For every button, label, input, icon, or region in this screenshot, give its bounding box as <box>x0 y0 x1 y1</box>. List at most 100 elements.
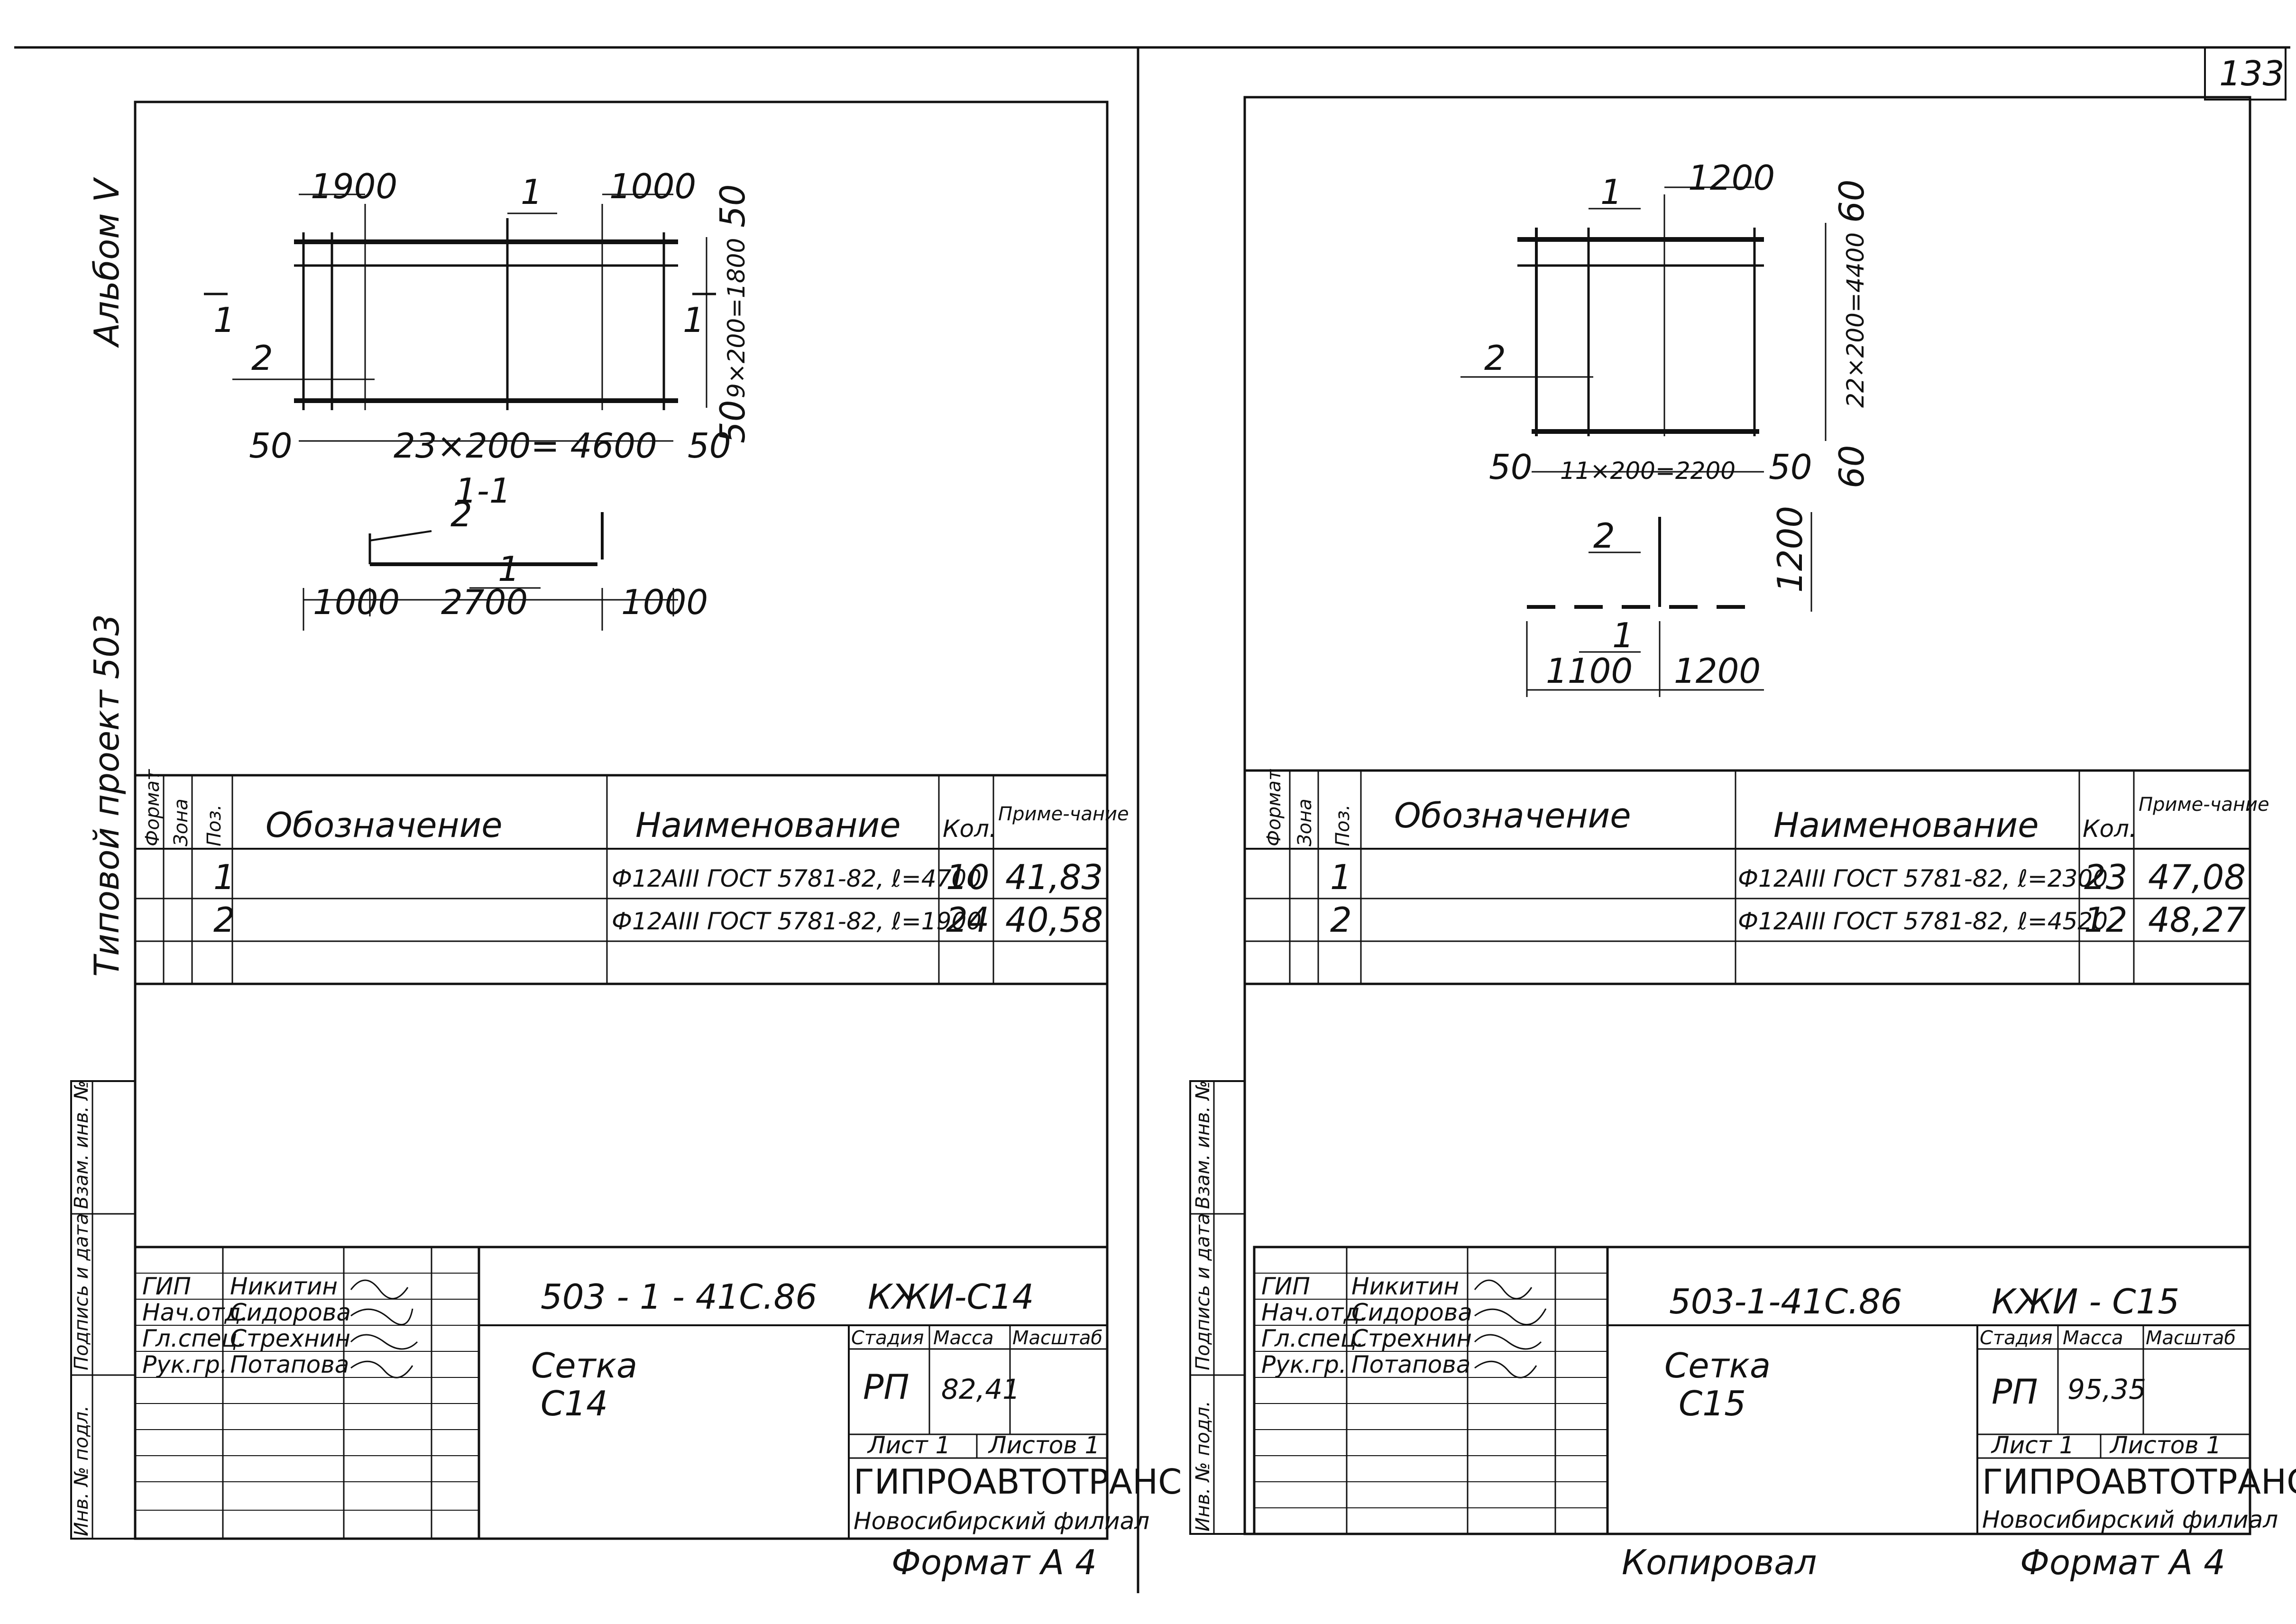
spec-row-note: 40,58 <box>1005 900 1103 940</box>
dim-right-mid: 22×200=4400 <box>1842 232 1869 408</box>
tb-person: Потапова <box>1351 1351 1470 1378</box>
tb-scale-label: Масштаб <box>1012 1327 1102 1349</box>
tb-person: Стрехнин <box>1351 1325 1472 1352</box>
dim-right-top: 60 <box>1832 179 1872 223</box>
mesh-plan <box>204 193 716 442</box>
spec-header-designation: Обозначение <box>1394 796 1631 835</box>
page-number-box <box>2204 46 2287 101</box>
spec-row-qty: 10 <box>946 857 990 897</box>
spec-row-qty: 12 <box>2084 900 2128 940</box>
stamp-sign-label: Подпись и дата <box>1192 1213 1214 1370</box>
section-dim-left: 1000 <box>313 582 400 622</box>
tb-mass-label: Масса <box>933 1327 994 1349</box>
doc-code: 503 - 1 - 41С.86 <box>541 1277 817 1317</box>
sheet-right: 1200 1 2 60 22×200=4400 60 50 11×200=220… <box>1189 96 2296 1582</box>
copied-by-label: Копировал <box>1622 1542 1817 1582</box>
tb-branch: Новосибирский филиал <box>854 1507 1149 1535</box>
tb-person: Потапова <box>230 1351 349 1378</box>
spec-row-pos: 1 <box>1330 857 1352 897</box>
spec-header-name: Наименование <box>1773 805 2039 845</box>
pos-mark-2: 2 <box>251 338 273 378</box>
spec-header-zone: Зона <box>1294 798 1316 846</box>
spec-row-name: Ф12АIII ГОСТ 5781-82, ℓ=4700 <box>612 865 982 892</box>
project-label: Типовой проект 503 <box>87 614 127 977</box>
tb-role: Рук.гр. <box>1261 1351 1347 1378</box>
dim-bottom-right: 50 <box>688 426 731 466</box>
spec-header-name: Наименование <box>635 805 901 845</box>
tb-person: Стрехнин <box>230 1325 350 1352</box>
format-label: Формат А 4 <box>2020 1542 2225 1582</box>
tb-role: Нач.отд. <box>1261 1299 1368 1326</box>
spec-header-format: Формат <box>1263 769 1285 846</box>
sheet-title-line2: С15 <box>1679 1384 1746 1423</box>
tb-role: Нач.отд. <box>142 1299 248 1326</box>
dim-bottom-left: 50 <box>1489 447 1533 487</box>
dim-right-bot: 50 <box>713 400 753 443</box>
spec-row-qty: 23 <box>2084 857 2128 897</box>
section-mark-left: 1 <box>213 300 235 340</box>
spec-row-qty: 24 <box>946 900 990 940</box>
tb-person: Никитин <box>1351 1273 1459 1300</box>
mesh-plan <box>1460 186 1827 473</box>
tb-mass-label: Масса <box>2063 1327 2123 1349</box>
section-dim-right: 1000 <box>621 582 708 622</box>
sheet-left: 1900 1000 1 2 1 1 50 9×200=1800 50 50 23… <box>70 101 1182 1582</box>
spec-header-qty: Кол. <box>943 815 997 843</box>
spec-header-pos: Поз. <box>1332 804 1354 846</box>
dim-right-mid: 9×200=1800 <box>723 238 750 398</box>
sheet-title-line1: Сетка <box>531 1346 637 1385</box>
tb-stage-label: Стадия <box>1980 1327 2052 1349</box>
stamp-inv-label: Инв. № подл. <box>1192 1401 1214 1532</box>
section-dim-right: 1200 <box>1674 651 1761 691</box>
spec-header-pos: Поз. <box>203 804 225 846</box>
pos-mark-2: 2 <box>1484 338 1506 378</box>
tb-mass-value: 95,35 <box>2067 1373 2146 1405</box>
section-dim-height: 1200 <box>1770 506 1810 593</box>
spec-row-name: Ф12АIII ГОСТ 5781-82, ℓ=4520 <box>1738 908 2108 935</box>
tb-sheets: Листов 1 <box>2109 1431 2221 1459</box>
tb-role: ГИП <box>142 1273 191 1300</box>
side-stamp <box>1189 1080 1246 1535</box>
spec-header-qty: Кол. <box>2083 815 2137 843</box>
section-view <box>303 512 678 631</box>
tb-sheet: Лист 1 <box>867 1431 950 1459</box>
tb-stage-value: РП <box>1992 1372 2038 1412</box>
stamp-inv-label: Инв. № подл. <box>71 1405 92 1536</box>
tb-role: Гл.спец. <box>142 1325 245 1352</box>
tb-scale-label: Масштаб <box>2146 1327 2236 1349</box>
spec-header-designation: Обозначение <box>266 805 503 845</box>
dim-bottom-left: 50 <box>249 426 293 466</box>
dim-right-bot: 60 <box>1832 445 1872 488</box>
tb-stage-label: Стадия <box>851 1327 924 1349</box>
spec-row-note: 48,27 <box>2148 900 2246 940</box>
tb-org: ГИПРОАВТОТРАНС <box>854 1462 1182 1502</box>
section-dim-mid: 2700 <box>441 582 528 622</box>
tb-org: ГИПРОАВТОТРАНС <box>1982 1462 2296 1502</box>
doc-mark: КЖИ - С15 <box>1992 1282 2179 1321</box>
spec-row-name: Ф12АIII ГОСТ 5781-82, ℓ=2300 <box>1738 865 2108 892</box>
section-dim-left: 1100 <box>1546 651 1633 691</box>
dim-top-left: 1900 <box>311 166 397 206</box>
tb-person: Сидорова <box>1351 1299 1472 1326</box>
spec-header-note: Приме-чание <box>2139 794 2269 816</box>
spec-row-note: 47,08 <box>2148 857 2246 897</box>
signature-marks <box>1474 1279 1547 1378</box>
tb-branch: Новосибирский филиал <box>1982 1506 2278 1533</box>
pos-mark-1: 1 <box>1600 172 1622 212</box>
dim-right-top: 50 <box>713 184 753 228</box>
dim-bottom-right: 50 <box>1769 447 1812 487</box>
section-pos-1: 1 <box>498 549 520 589</box>
spec-row-pos: 2 <box>1330 900 1352 940</box>
pos-mark-1: 1 <box>521 172 542 212</box>
tb-role: ГИП <box>1261 1273 1310 1300</box>
tb-mass-value: 82,41 <box>941 1373 1020 1405</box>
doc-code: 503-1-41С.86 <box>1669 1282 1902 1321</box>
title-block <box>1253 1246 2251 1535</box>
section-pos-2: 2 <box>1593 516 1615 556</box>
doc-mark: КЖИ-С14 <box>868 1277 1034 1317</box>
section-pos-1: 1 <box>1612 615 1634 655</box>
tb-role: Рук.гр. <box>142 1351 228 1378</box>
tb-stage-value: РП <box>863 1367 909 1407</box>
spec-row-name: Ф12АIII ГОСТ 5781-82, ℓ=1900 <box>612 908 982 935</box>
stamp-sign-label: Подпись и дата <box>71 1213 92 1370</box>
